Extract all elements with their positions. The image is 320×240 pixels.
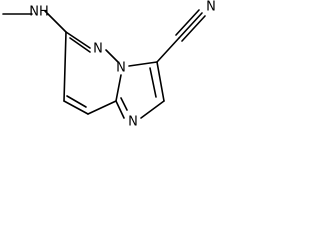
atom-label-n-imidazole: N — [128, 115, 138, 130]
atom-label-n-bridge: N — [116, 61, 126, 76]
atom-label-n-nitrile: N — [206, 0, 216, 15]
molecule-diagram: NH N N N N — [2, 0, 216, 130]
bond-c8-c7-double — [66, 95, 87, 108]
bond-nitrile-triple-3 — [181, 15, 206, 42]
bond-c3-c2 — [156, 61, 165, 102]
atom-label-nh: NH — [29, 5, 49, 20]
bond-n-imidazole-c8a — [115, 100, 125, 119]
bond-nh-c6 — [44, 10, 67, 33]
bond-c3-nitrile-carbon — [156, 37, 180, 63]
bond-c7-c6 — [63, 31, 67, 102]
bond-c8-c7 — [63, 100, 89, 115]
bond-n1-n-bridge — [105, 49, 119, 63]
chemical-structure: NH N N N N — [0, 0, 230, 151]
bond-c3-c2-double — [149, 67, 157, 98]
bond-c2-n-imidazole — [140, 100, 165, 119]
bond-n-bridge-c3 — [128, 61, 158, 67]
bond-nitrile-triple-2 — [175, 9, 200, 36]
bond-c8a-c8 — [87, 100, 117, 115]
bond-n-imidazole-c8a-double — [120, 97, 128, 111]
bond-n-bridge-c8a — [115, 74, 122, 102]
bond-c6-n1 — [65, 31, 91, 49]
atom-label-n-pyridazine: N — [93, 42, 103, 57]
bond-c6-n1-double — [69, 37, 91, 53]
bond-nitrile-triple-1 — [178, 12, 203, 39]
